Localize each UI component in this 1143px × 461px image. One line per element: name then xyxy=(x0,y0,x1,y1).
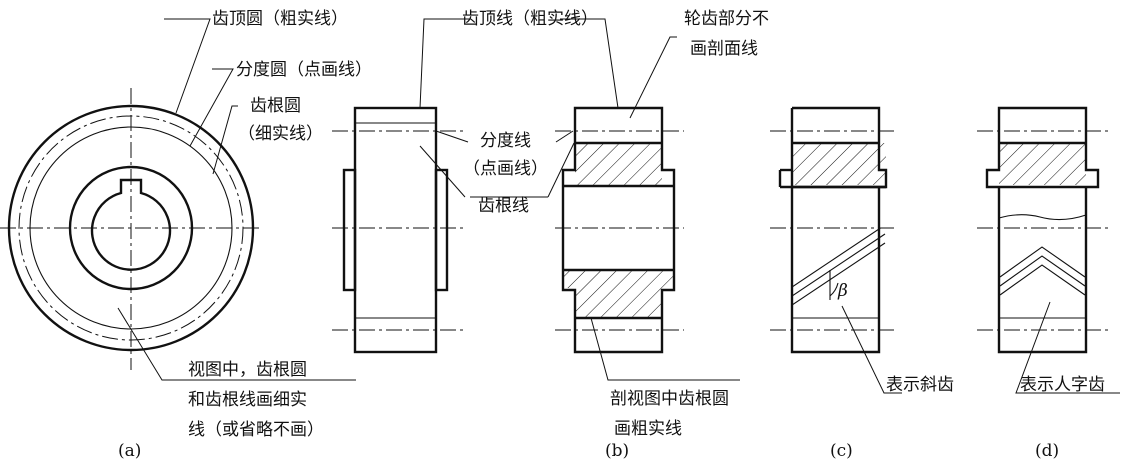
view-a-front xyxy=(0,88,262,370)
label-helical: 表示斜齿 xyxy=(886,375,954,395)
annotations: 齿顶圆（粗实线） 分度圆（点画线） 齿根圆 （细实线） 齿顶线（粗实线） 轮齿部… xyxy=(118,9,1105,461)
caption-c: (c) xyxy=(830,441,853,461)
pitch-circle xyxy=(18,115,244,341)
caption-a: (a) xyxy=(118,441,141,461)
hub-right xyxy=(434,168,449,292)
label-note-view-3: 线（或省略不画） xyxy=(188,420,324,440)
label-no-hatch-2: 画剖面线 xyxy=(690,39,758,59)
label-pitch-line-1: 分度线 xyxy=(480,131,531,151)
label-tip-line: 齿顶线（粗实线） xyxy=(462,9,598,29)
label-root-line: 齿根线 xyxy=(478,196,529,216)
section-hatch-bottom xyxy=(575,288,662,317)
label-note-view-1: 视图中，齿根圆 xyxy=(188,360,307,380)
hub-left xyxy=(342,168,357,292)
break-line xyxy=(998,214,1087,221)
gear-outline xyxy=(353,106,438,354)
helical-tooth-lines xyxy=(792,228,886,306)
label-pitch-line-2: （点画线） xyxy=(463,159,548,179)
section-hatch-d xyxy=(999,143,1086,185)
view-b-right-section xyxy=(555,106,684,354)
hub-circle xyxy=(68,165,194,291)
label-root-circle-2: （细实线） xyxy=(238,124,323,144)
section-hatch-c xyxy=(792,143,886,185)
view-c-helical: β xyxy=(770,106,898,354)
label-pitch-circle: 分度圆（点画线） xyxy=(236,60,372,80)
beta-label: β xyxy=(837,281,848,301)
bore-with-keyway xyxy=(90,178,172,271)
leader-lines xyxy=(117,18,1120,394)
label-tip-circle: 齿顶圆（粗实线） xyxy=(212,9,348,29)
section-hatch-hub-bottom xyxy=(563,270,674,288)
label-root-circle-1: 齿根圆 xyxy=(250,96,301,116)
tip-circle xyxy=(7,104,255,352)
label-herringbone: 表示人字齿 xyxy=(1020,375,1105,395)
label-no-hatch-1: 轮齿部分不 xyxy=(684,9,769,29)
caption-b: (b) xyxy=(605,441,629,461)
view-d-herringbone xyxy=(977,106,1108,354)
section-hatch-top xyxy=(575,143,662,185)
label-note-section-2: 画粗实线 xyxy=(614,419,682,439)
section-outline xyxy=(561,106,676,354)
label-note-view-2: 和齿根线画细实 xyxy=(188,390,307,410)
label-note-section-1: 剖视图中齿根圆 xyxy=(610,389,729,409)
caption-d: (d) xyxy=(1035,441,1059,461)
herringbone-tooth-lines xyxy=(999,246,1086,296)
view-b-left xyxy=(332,106,466,354)
